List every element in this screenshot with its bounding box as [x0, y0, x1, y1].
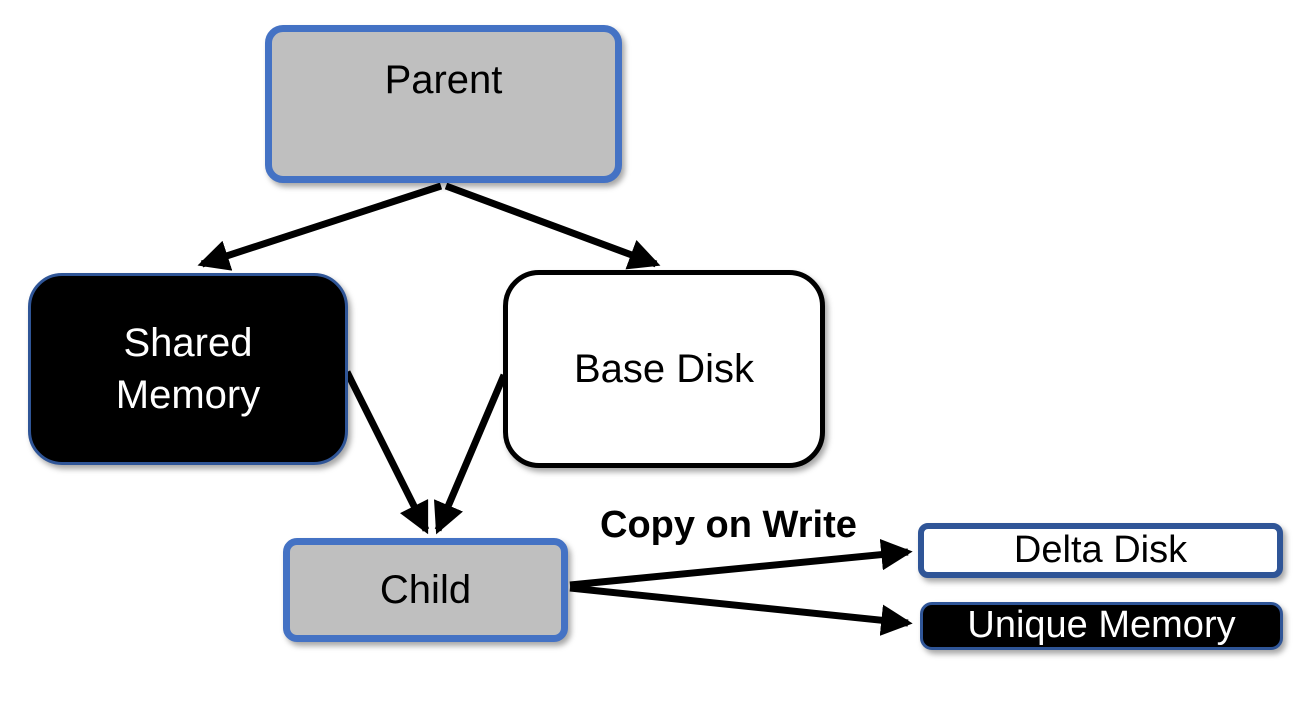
- node-shared-memory-label: Shared Memory: [115, 321, 261, 417]
- arrow-child-to-delta-disk: [569, 538, 913, 589]
- node-shared-memory: Shared Memory: [28, 273, 348, 465]
- node-unique-memory-label: Unique Memory: [967, 604, 1236, 647]
- node-base-disk: Base Disk: [503, 270, 825, 468]
- arrow-parent-to-base-disk: [444, 182, 661, 270]
- node-child: Child: [283, 538, 568, 642]
- node-delta-disk: Delta Disk: [918, 523, 1283, 578]
- node-base-disk-label: Base Disk: [573, 347, 755, 391]
- node-delta-disk-label: Delta Disk: [1013, 528, 1188, 571]
- arrow-parent-to-shared-memory: [197, 182, 443, 271]
- edge-label-copy-on-write: Copy on Write: [600, 504, 857, 546]
- node-parent: Parent: [265, 25, 622, 183]
- node-unique-memory: Unique Memory: [920, 602, 1283, 650]
- arrow-shared-memory-to-child: [343, 370, 430, 535]
- node-child-label: Child: [379, 568, 472, 612]
- arrow-child-to-unique-memory: [569, 584, 913, 636]
- arrow-base-disk-to-child: [433, 373, 508, 535]
- node-parent-label: Parent: [384, 58, 503, 102]
